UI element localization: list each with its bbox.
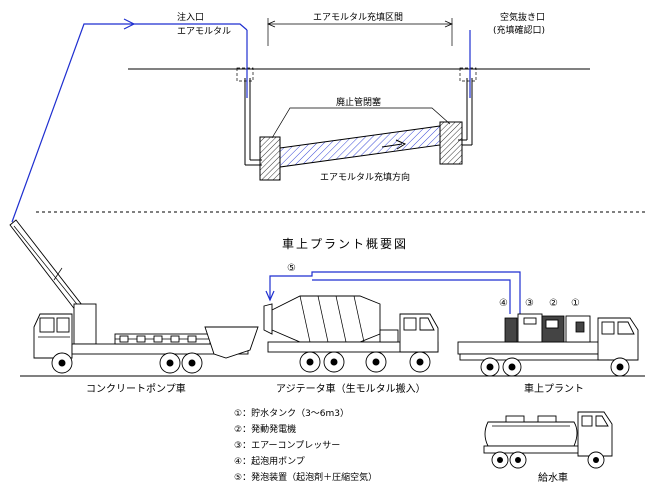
plant-cab-window	[601, 321, 615, 335]
plug-leader	[271, 107, 451, 139]
pump-turret	[73, 303, 97, 345]
marker-3: ③	[525, 298, 534, 309]
plant-title: 車上プラント概要図	[282, 237, 408, 251]
rail-box-3	[153, 335, 163, 343]
agitator-truck-label: アジテータ車（生モルタル搬入）	[276, 382, 426, 395]
water-cab-window-2	[595, 415, 609, 427]
agitator-hub-2	[330, 358, 338, 366]
fill-direction-label: エアモルタル充填方向	[320, 171, 410, 183]
legend-item-3: ③：エアーコンプレッサー	[234, 440, 340, 451]
plant-hub-2	[508, 363, 516, 371]
pipe-section-diagram: 注入口 エアモルタル エアモルタル充填区間 空気抜き口 (充填確認口) 廃止管閉…	[11, 11, 590, 223]
plant-hub-front	[616, 363, 624, 371]
plant-bed	[457, 341, 609, 355]
drum-stripe-4	[353, 295, 365, 343]
drum-stripe-2	[317, 295, 329, 343]
foam-pump-unit	[504, 317, 518, 343]
pump-cab-window-2	[56, 317, 70, 333]
rail-box-1	[119, 335, 129, 343]
marker-1: ①	[571, 298, 580, 309]
agitator-drum	[271, 295, 381, 343]
water-cab-window	[581, 415, 593, 427]
foam-hose-2	[312, 279, 511, 314]
drum-stripe-1	[299, 295, 311, 343]
pump-hub-rear-2	[188, 359, 196, 367]
legend-item-1: ①：貯水タンク（3～6m3）	[234, 407, 349, 419]
rail-box-4	[170, 335, 180, 343]
legend-item-2: ②：発動発電機	[234, 423, 296, 435]
pump-hub-rear-1	[166, 359, 174, 367]
pump-truck	[9, 219, 259, 374]
water-hub-1	[497, 457, 503, 463]
direction-arrow-head	[395, 139, 407, 150]
fill-section-label: エアモルタル充填区間	[313, 11, 403, 23]
agitator-hub-3	[372, 358, 380, 366]
left-plug	[259, 136, 281, 181]
water-tank	[484, 421, 578, 447]
generator-panel	[545, 319, 559, 329]
compressor-panel	[523, 317, 537, 325]
plant-truck	[457, 313, 639, 377]
direction-arrow-shaft	[381, 143, 403, 148]
foam-hose	[269, 271, 521, 314]
plant-cab-window-2	[617, 321, 635, 335]
water-truck-label: 給水車	[538, 471, 568, 484]
pump-hub-front	[58, 359, 66, 367]
pump-truck-label: コンクリートポンプ車	[86, 382, 186, 395]
water-tank-hatch-2	[537, 415, 557, 423]
marker-2: ②	[549, 298, 558, 309]
boom-cylinder	[53, 267, 63, 281]
vent-pit	[459, 67, 477, 82]
marker-5: ⑤	[287, 263, 296, 274]
legend-item-5: ⑤：発泡装置（起泡剤＋圧縮空気）	[234, 471, 377, 483]
agitator-cab-window-2	[419, 317, 435, 331]
pump-cab-window	[39, 317, 55, 333]
legend: ①：貯水タンク（3～6m3） ②：発動発電機 ③：エアーコンプレッサー ④：起泡…	[234, 407, 377, 483]
vent-label-2: (充填確認口)	[493, 24, 545, 36]
legend-item-4: ④：起泡用ポンプ	[234, 455, 305, 467]
water-tank-hatch	[505, 415, 525, 423]
agitator-cab-window	[403, 317, 417, 331]
hose-arrow	[123, 18, 136, 30]
agitator-hub-1	[306, 358, 314, 366]
rail-box-2	[136, 335, 146, 343]
water-hub-2	[515, 457, 521, 463]
right-plug	[439, 121, 463, 165]
injection-label-2: エアモルタル	[177, 26, 231, 37]
drum-chute	[263, 303, 273, 335]
water-truck	[483, 411, 613, 469]
marker-4: ④	[499, 298, 508, 309]
drum-stripe-3	[335, 295, 347, 343]
vent-label-1: 空気抜き口	[500, 11, 545, 23]
filled-pipe	[279, 125, 441, 168]
water-tank-valve	[575, 321, 585, 333]
injection-hose	[11, 23, 248, 223]
injection-label-1: 注入口	[177, 11, 204, 23]
foam-hose-arrow	[265, 290, 275, 302]
plant-hub-1	[486, 363, 494, 371]
pump-boom-line	[13, 225, 81, 309]
pump-hopper	[204, 326, 259, 359]
agitator-tank	[379, 329, 399, 343]
water-hub-front	[593, 457, 599, 463]
agitator-truck	[263, 271, 521, 373]
plant-chassis	[459, 353, 609, 361]
rail-box-5	[187, 335, 197, 343]
plant-truck-label: 車上プラント	[524, 382, 584, 395]
abandoned-pipe-label: 廃止管閉塞	[336, 96, 381, 108]
agitator-hub-front	[416, 358, 424, 366]
